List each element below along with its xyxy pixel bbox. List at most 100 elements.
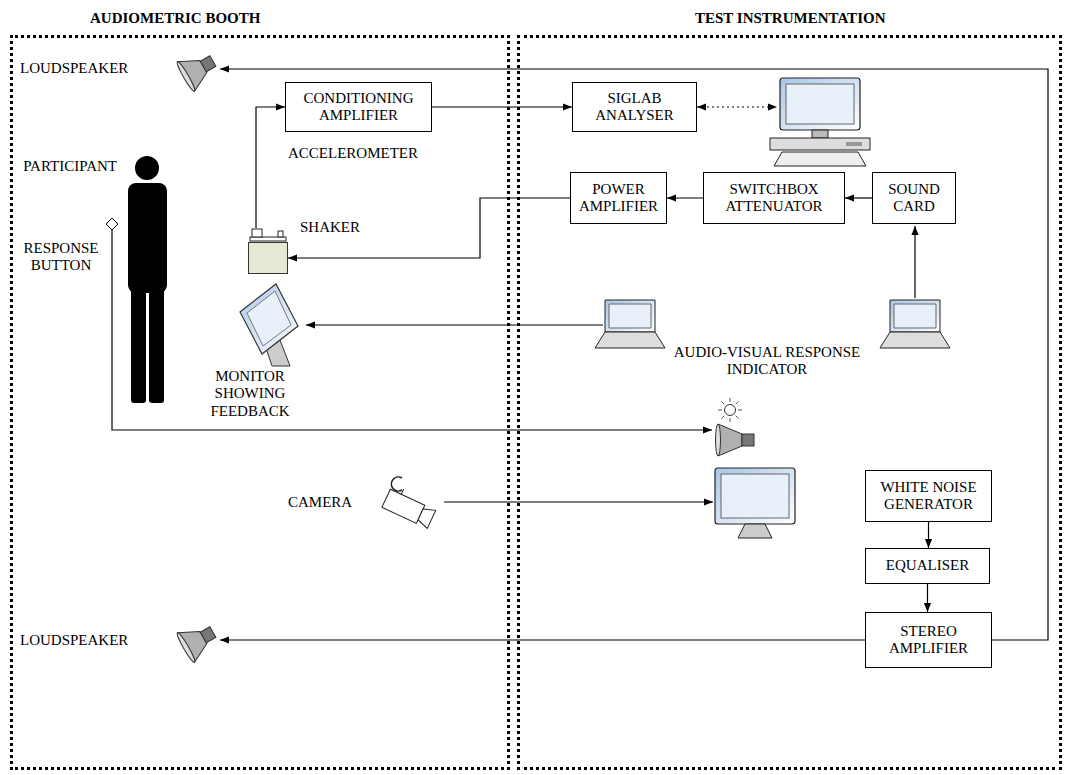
region-heading: TEST INSTRUMENTATION <box>695 10 925 27</box>
loudspeaker-symbol-part <box>175 617 221 663</box>
loudspeaker-symbol-part <box>175 46 221 92</box>
shaker-block: SHAKER <box>248 242 288 274</box>
response-indicator-symbol <box>712 398 774 456</box>
response-button-symbol-part <box>106 218 118 230</box>
part-label: PARTICIPANT <box>14 158 117 175</box>
process-box: SWITCHBOX ATTENUATOR <box>703 172 845 224</box>
accelerometer-symbol-part <box>250 237 286 241</box>
accelerometer-symbol <box>248 228 292 242</box>
desktop-computer-part <box>774 152 866 166</box>
participant-figure-symbol-part <box>135 156 159 180</box>
process-box: POWER AMPLIFIER <box>570 172 667 224</box>
connector-group <box>112 69 1048 640</box>
box-label: WHITE NOISE GENERATOR <box>872 479 985 514</box>
laptop-part <box>894 304 936 328</box>
signal-connector <box>220 69 1048 640</box>
video-monitor-part <box>715 468 795 524</box>
camera-symbol-part-part <box>401 489 404 494</box>
video-monitor <box>715 468 795 538</box>
camera-symbol-part-part <box>416 505 435 528</box>
response-button: RESPONSE BUTTON <box>106 218 118 230</box>
laptop <box>595 300 665 348</box>
camera-symbol-part <box>382 484 438 529</box>
participant-figure-symbol-part <box>149 285 164 403</box>
desktop-computer-part <box>846 142 862 146</box>
video-monitor-part <box>738 524 772 538</box>
response-indicator-symbol-part <box>738 410 742 411</box>
desktop-computer <box>770 78 870 166</box>
part-label: LOUDSPEAKER <box>20 60 170 77</box>
laptop-part <box>609 304 651 328</box>
loudspeaker: LOUDSPEAKER <box>178 621 220 659</box>
data-link <box>697 106 777 107</box>
process-box: STEREO AMPLIFIER <box>865 612 992 668</box>
response-indicator-symbol-part <box>736 416 739 419</box>
box-label: SOUND CARD <box>879 181 949 216</box>
part-label: MONITOR SHOWING FEEDBACK <box>198 368 302 420</box>
loudspeaker: LOUDSPEAKER <box>178 50 220 88</box>
response-indicator-symbol-part <box>725 405 736 416</box>
response-button-symbol <box>106 218 118 230</box>
process-box: EQUALISER <box>865 548 990 584</box>
region-heading: AUDIOMETRIC BOOTH <box>90 10 310 27</box>
part-label: AUDIO-VISUAL RESPONSE INDICATOR <box>672 344 862 379</box>
loudspeaker-symbol-part-part <box>200 56 216 72</box>
laptop-part <box>595 332 665 348</box>
laptop-part <box>880 332 950 348</box>
participant-figure-symbol-part <box>131 285 146 403</box>
response-indicator-symbol-part <box>722 416 725 419</box>
signal-connector <box>288 198 570 258</box>
region-frame: SIGLAB ANALYSER POWER AMPLIFIER SWITCHBOX … <box>517 35 1062 770</box>
loudspeaker-symbol <box>178 50 220 88</box>
shaker-block-symbol-part <box>249 243 288 274</box>
signal-line <box>914 226 915 298</box>
part-label: SHAKER <box>300 219 390 236</box>
region-frame: LOUDSPEAKER CONDITIONING AMPLIFIER PARTICI… <box>10 35 510 770</box>
signal-connector <box>220 639 865 640</box>
part-label: LOUDSPEAKER <box>20 632 170 649</box>
response-indicator-symbol-part <box>718 410 722 411</box>
accelerometer-symbol-part <box>252 229 262 237</box>
signal-connector <box>927 584 928 612</box>
signal-connector <box>845 197 872 198</box>
feedback-monitor-symbol <box>232 282 304 368</box>
accelerometer-symbol-part <box>278 231 283 237</box>
box-label: SWITCHBOX ATTENUATOR <box>710 181 838 216</box>
box-label: STEREO AMPLIFIER <box>872 623 985 658</box>
desktop-computer-part <box>812 130 828 138</box>
loudspeaker-symbol-part-part <box>200 627 216 643</box>
signal-connector <box>112 230 712 430</box>
response-indicator: AUDIO-VISUAL RESPONSE INDICATOR <box>712 398 774 456</box>
loudspeaker-symbol-part-part <box>175 61 196 93</box>
accelerometer: ACCELEROMETER <box>248 228 292 242</box>
participant-figure: PARTICIPANT <box>120 155 175 405</box>
participant-figure-symbol <box>120 155 175 405</box>
video-line <box>306 324 603 325</box>
process-box: CONDITIONING AMPLIFIER <box>285 82 432 132</box>
signal-connector <box>928 522 929 548</box>
video-line <box>444 501 713 502</box>
response-indicator-symbol-part <box>736 402 739 405</box>
camera-symbol-part <box>391 477 402 491</box>
response-indicator-symbol-part <box>718 424 742 456</box>
signal-connector <box>256 107 285 228</box>
part-label: CAMERA <box>288 494 366 511</box>
signal-connector <box>432 106 572 107</box>
desktop-computer-part <box>770 138 870 150</box>
box-label: POWER AMPLIFIER <box>577 181 660 216</box>
response-indicator-symbol-part <box>742 434 754 446</box>
laptop-part <box>890 300 940 332</box>
shaker-block-symbol <box>248 242 288 274</box>
camera: CAMERA <box>372 474 442 530</box>
desktop-computer-part <box>780 78 860 130</box>
desktop-computer-part <box>786 84 854 124</box>
laptop <box>880 300 950 348</box>
part-label: ACCELEROMETER <box>288 145 458 162</box>
laptop-part <box>605 300 655 332</box>
participant-figure-symbol-part <box>128 183 167 293</box>
box-label: SIGLAB ANALYSER <box>579 90 690 125</box>
loudspeaker-symbol-part-part <box>175 632 196 664</box>
video-monitor-part <box>721 474 789 518</box>
process-box: WHITE NOISE GENERATOR <box>865 470 992 522</box>
feedback-monitor: MONITOR SHOWING FEEDBACK <box>232 282 304 368</box>
